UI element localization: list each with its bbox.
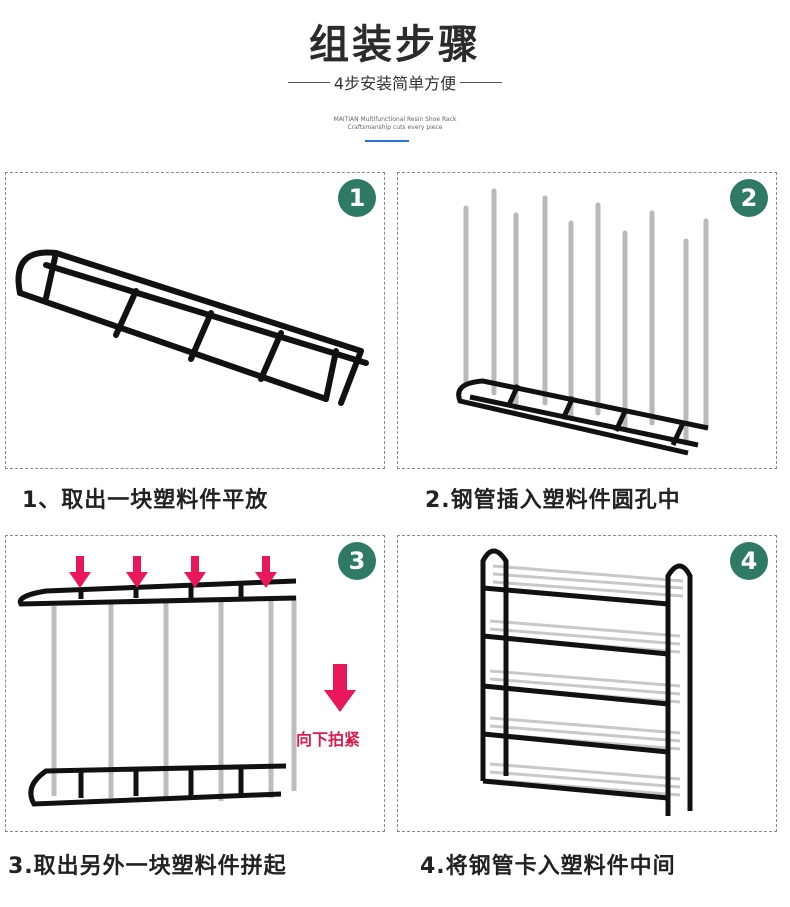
tagline-line-1: MAITIAN Multifunctional Resin Shoe Rack xyxy=(333,116,457,123)
step-2-panel: 2 xyxy=(397,172,777,469)
press-down-note: 向下拍紧 xyxy=(296,730,361,749)
step-1-panel: 1 xyxy=(5,172,385,469)
page-title: 组装步骤 xyxy=(309,22,481,68)
divider-left xyxy=(287,81,330,83)
step-3-panel: 向下拍紧 3 xyxy=(5,535,385,832)
step-3-caption: 3.取出另外一块塑料件拼起 xyxy=(8,854,287,879)
step-3-badge: 3 xyxy=(338,542,376,580)
subtitle-row: 4步安装简单方便 xyxy=(0,70,790,94)
step-1-caption: 1、取出一块塑料件平放 xyxy=(22,488,269,513)
finished-shoe-rack-illustration xyxy=(480,548,693,816)
tagline-line-2: Craftsmanship cuts every piece xyxy=(347,124,443,131)
step-4-badge: 4 xyxy=(730,542,768,580)
subtitle: 4步安装简单方便 xyxy=(333,74,457,93)
step-4-caption: 4.将钢管卡入塑料件中间 xyxy=(420,854,676,879)
flat-plastic-frame-illustration xyxy=(15,249,369,406)
accent-line xyxy=(365,140,409,142)
step-2-badge: 2 xyxy=(730,179,768,217)
step-1-badge: 1 xyxy=(338,179,376,217)
tubes-inserted-illustration xyxy=(456,188,709,456)
step-4-panel: 4 xyxy=(397,535,777,832)
assemble-top-frame-illustration xyxy=(17,556,356,807)
divider-right xyxy=(460,81,503,83)
step-2-caption: 2.钢管插入塑料件圆孔中 xyxy=(425,488,681,513)
